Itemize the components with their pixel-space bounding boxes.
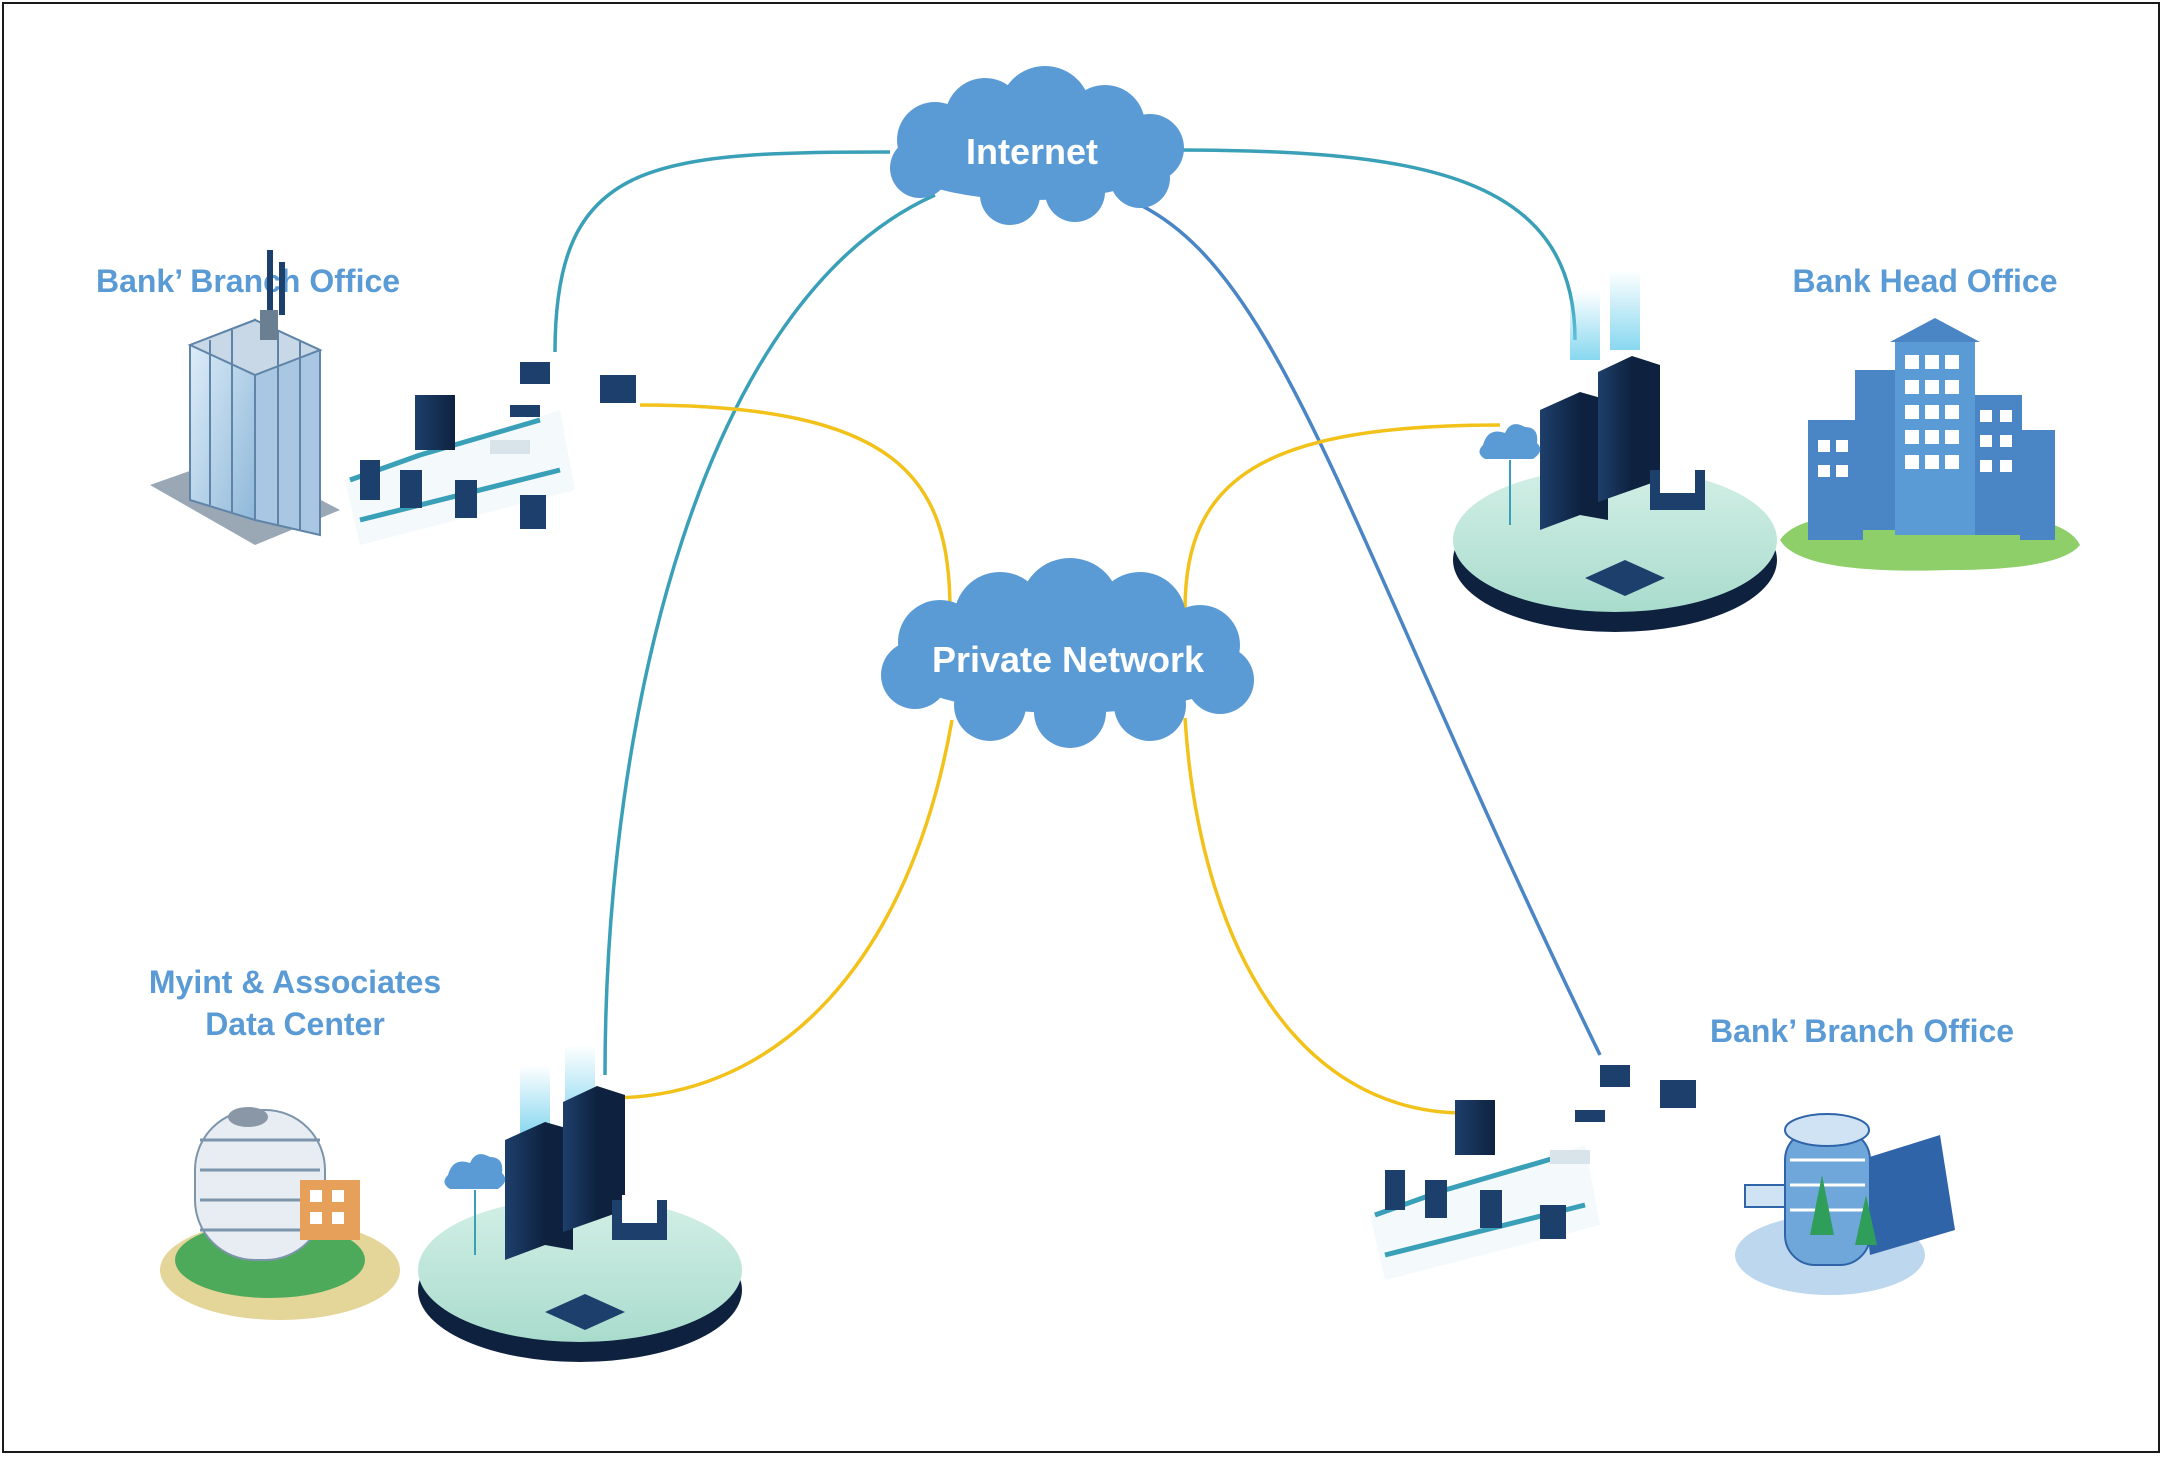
data-center-label-line2: Data Center (205, 1006, 385, 1042)
link-internet-head-office (1174, 148, 1577, 341)
private-network-cloud: Private Network (881, 558, 1254, 748)
link-private-head-office (1183, 423, 1501, 611)
private-network-label: Private Network (932, 639, 1205, 680)
link-private-branch-bottom-right (1183, 717, 1466, 1115)
office-network-icon (345, 362, 636, 545)
private-links (609, 403, 1501, 1115)
link-private-data-center (609, 719, 954, 1100)
site-labels: Bank’ Branch Office Bank Head Office Myi… (96, 263, 2058, 1049)
cloud-icon (444, 1154, 506, 1189)
data-center-label-line1: Myint & Associates (149, 964, 441, 1000)
internet-links (553, 148, 1602, 1076)
link-internet-data-center (603, 193, 936, 1076)
head-office-site (1453, 270, 2080, 632)
branch-top-left-site (150, 250, 636, 545)
internet-label: Internet (966, 131, 1098, 172)
data-platform-icon (418, 1045, 742, 1362)
data-center-building-icon (160, 1107, 400, 1320)
branch-bottom-right-label: Bank’ Branch Office (1710, 1013, 2014, 1049)
data-center-site (160, 1045, 742, 1362)
head-office-label: Bank Head Office (1793, 263, 2058, 299)
link-internet-branch-top-left (553, 150, 891, 353)
office-tower-icon (150, 250, 340, 545)
head-office-building-icon (1780, 318, 2080, 571)
cloud-icon (881, 558, 1254, 748)
branch-building-icon (1735, 1113, 1955, 1295)
data-platform-icon (1453, 270, 1777, 632)
cloud-icon (890, 66, 1184, 225)
cloud-icon (1479, 424, 1541, 459)
branch-top-left-label: Bank’ Branch Office (96, 263, 400, 299)
office-network-icon (1370, 1065, 1696, 1280)
internet-cloud: Internet (890, 66, 1184, 225)
branch-bottom-right-site (1370, 1065, 1955, 1295)
link-private-branch-top-left (639, 403, 952, 611)
link-internet-branch-bottom-right (1124, 196, 1602, 1056)
